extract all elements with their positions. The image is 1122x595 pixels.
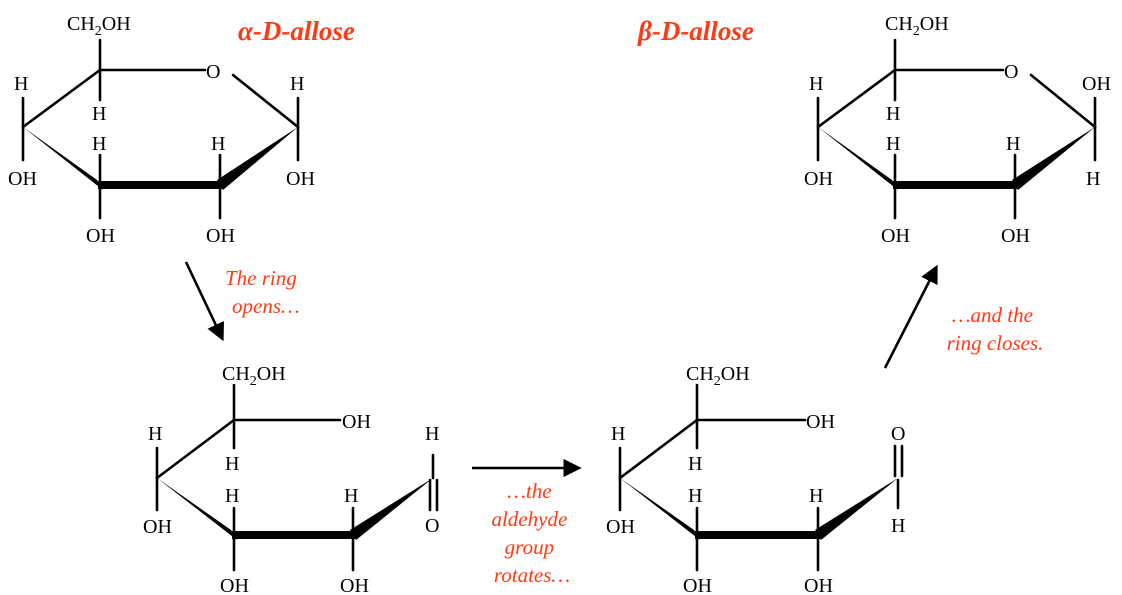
hydroxyl-c4: OH	[143, 516, 172, 538]
hydrogen-c2: H	[344, 485, 358, 507]
hydroxyl-c2: OH	[340, 575, 369, 595]
hydroxyl-c3: OH	[683, 575, 712, 595]
hydroxyl-c5: OH	[806, 411, 835, 433]
beta-d-allose-ring: CH2OH O H H OH OH H H H OH OH	[804, 13, 1111, 247]
aldehyde-oxygen: O	[425, 515, 439, 537]
hydrogen-c4: H	[611, 423, 625, 445]
hydroxyl-c2: OH	[1001, 225, 1030, 247]
hydrogen-c5: H	[92, 103, 106, 125]
ch2oh-group: CH2OH	[222, 363, 286, 389]
beta-d-allose-title: β-D-allose	[637, 16, 754, 46]
hydroxyl-c5: OH	[342, 411, 371, 433]
hydrogen-c4: H	[148, 423, 162, 445]
open-chain-aldehyde-2: CH2OH OH H H OH H H OH OH O H	[606, 363, 905, 595]
alpha-d-allose-title: α-D-allose	[238, 16, 355, 46]
aldehyde-rotates-caption: …the aldehyde group rotates…	[491, 479, 572, 587]
hydrogen-c4: H	[14, 73, 28, 95]
hydroxyl-c3: OH	[86, 225, 115, 247]
hydroxyl-c2: OH	[206, 225, 235, 247]
hydrogen-c4: H	[809, 73, 823, 95]
hydroxyl-c1: OH	[1082, 73, 1111, 95]
ring-opens-caption: The ring opens…	[225, 266, 302, 318]
ring-oxygen: O	[206, 61, 220, 83]
hydrogen-c5: H	[225, 453, 239, 475]
ch2oh-group: CH2OH	[686, 363, 750, 389]
hydroxyl-c4: OH	[8, 168, 37, 190]
ring-opens-arrow	[184, 261, 224, 342]
hydrogen-c3: H	[92, 133, 106, 155]
hydrogen-c2: H	[211, 133, 225, 155]
hydrogen-c1: H	[1086, 168, 1100, 190]
hydrogen-c2: H	[809, 485, 823, 507]
ring-closes-caption: …and the ring closes.	[947, 303, 1044, 355]
hydroxyl-c3: OH	[220, 575, 249, 595]
hydroxyl-c4: OH	[804, 168, 833, 190]
hydrogen-c5: H	[886, 103, 900, 125]
open-chain-aldehyde-1: CH2OH OH H H OH H H OH OH H O	[143, 363, 439, 595]
hydrogen-c1: H	[290, 73, 304, 95]
aldehyde-oxygen: O	[891, 423, 905, 445]
ring-closes-arrow	[883, 264, 938, 369]
hydroxyl-c4: OH	[606, 516, 635, 538]
hydroxyl-c2: OH	[804, 575, 833, 595]
hydroxyl-c1: OH	[286, 168, 315, 190]
hydroxyl-c3: OH	[881, 225, 910, 247]
hydrogen-c5: H	[688, 453, 702, 475]
hydrogen-c2: H	[1006, 133, 1020, 155]
ch2oh-group: CH2OH	[885, 13, 949, 39]
hydrogen-c3: H	[225, 485, 239, 507]
ch2oh-group: CH2OH	[67, 13, 131, 39]
hydrogen-c3: H	[886, 133, 900, 155]
aldehyde-hydrogen: H	[891, 515, 905, 537]
aldehyde-hydrogen: H	[425, 423, 439, 445]
alpha-d-allose-ring: CH2OH O H H H OH OH H H OH OH	[8, 13, 315, 247]
ring-oxygen: O	[1004, 61, 1018, 83]
hydrogen-c3: H	[688, 485, 702, 507]
